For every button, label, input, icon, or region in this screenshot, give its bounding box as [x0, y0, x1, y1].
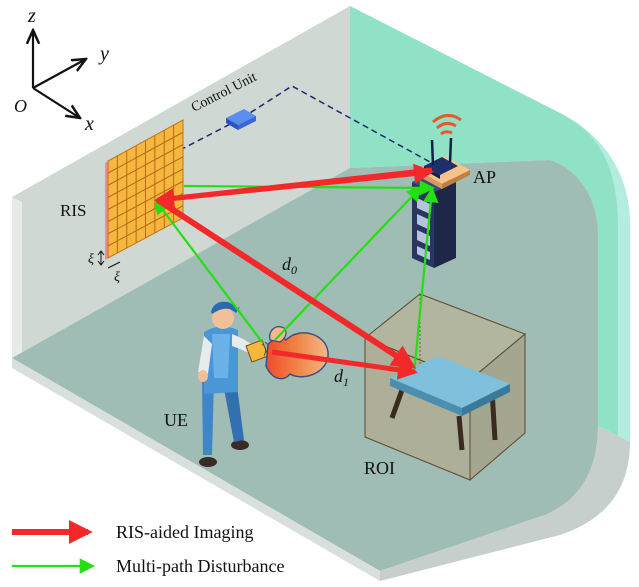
xi-horizontal-label: ξ	[114, 270, 120, 285]
arrow-ris-to-ap	[157, 163, 434, 203]
d1-label: d1	[334, 366, 349, 389]
table	[389, 356, 510, 451]
legend-imaging-label: RIS-aided Imaging	[116, 522, 253, 542]
xi-vertical-arrow	[97, 250, 105, 266]
ris-label: RIS	[60, 201, 86, 220]
floor-front-edge-right	[380, 426, 630, 581]
legend: RIS-aided Imaging Multi-path Disturbance	[12, 520, 284, 576]
axis-z-label: z	[27, 5, 36, 27]
xi-vertical-label: ξ	[88, 252, 94, 267]
coordinate-axes	[33, 30, 86, 118]
wifi-signal-icon	[432, 114, 462, 136]
d0-label: d0	[282, 254, 297, 277]
roi-label: ROI	[364, 458, 395, 478]
axis-x-label: x	[84, 113, 94, 135]
xi-horizontal-arrow	[107, 261, 121, 269]
imaging-arrows	[154, 163, 434, 380]
axis-origin-label: O	[14, 96, 27, 116]
right-wall	[350, 6, 630, 442]
ue-person	[198, 301, 258, 467]
ap-label: AP	[473, 167, 496, 187]
ris-panel	[105, 119, 184, 260]
arrow-ris-to-roi	[156, 197, 417, 369]
arrow-ue-to-roi	[271, 349, 418, 380]
axis-y-label: y	[98, 43, 109, 65]
beam-side-lobe	[269, 326, 287, 343]
ue-label: UE	[164, 410, 188, 430]
ap-rack	[412, 172, 456, 268]
legend-disturbance-label: Multi-path Disturbance	[116, 556, 284, 576]
control-wire	[179, 85, 431, 163]
right-wall-edge	[562, 114, 630, 442]
left-wall-edge	[12, 197, 22, 362]
control-unit-box	[226, 109, 256, 130]
floor-front-edge	[12, 358, 380, 581]
